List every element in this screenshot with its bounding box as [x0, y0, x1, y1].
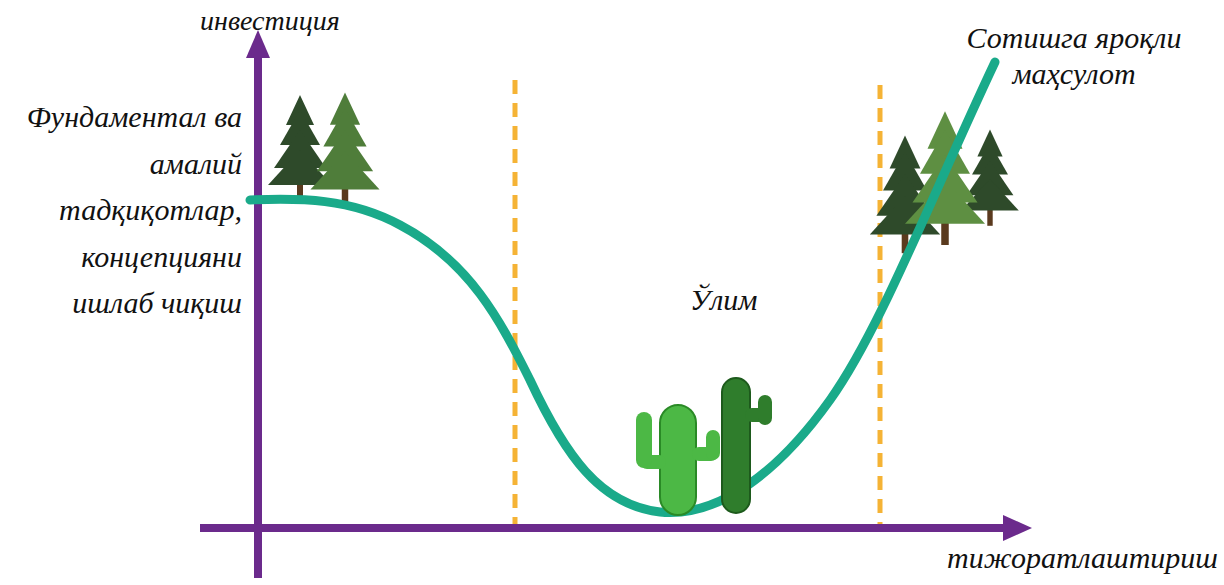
cactus: [636, 405, 720, 515]
cactus: [722, 378, 772, 513]
tree: [310, 92, 379, 208]
axis-arrowhead: [1003, 515, 1032, 541]
axis-label: инвестиция: [200, 4, 400, 38]
label-holder: тижоратлаштириш: [840, 540, 1218, 576]
label-holder: Сотишга яроқли маҳсулот: [930, 20, 1218, 92]
label-holder: инвестиция: [200, 4, 400, 38]
x-axis: [200, 524, 1005, 532]
axis-label: Ўлим: [690, 282, 800, 318]
label-holder: Фундаментал ва амалий тадқиқотлар, конце…: [4, 94, 242, 327]
axis-label: Фундаментал ва амалий тадқиқотлар, конце…: [4, 94, 242, 327]
label-holder: Ўлим: [690, 282, 800, 318]
axis-label: Сотишга яроқли маҳсулот: [930, 20, 1218, 92]
y-axis: [254, 55, 262, 578]
axis-label: тижоратлаштириш: [840, 540, 1218, 576]
dashed-boundary: [513, 80, 518, 525]
valley-curve: [250, 62, 995, 513]
